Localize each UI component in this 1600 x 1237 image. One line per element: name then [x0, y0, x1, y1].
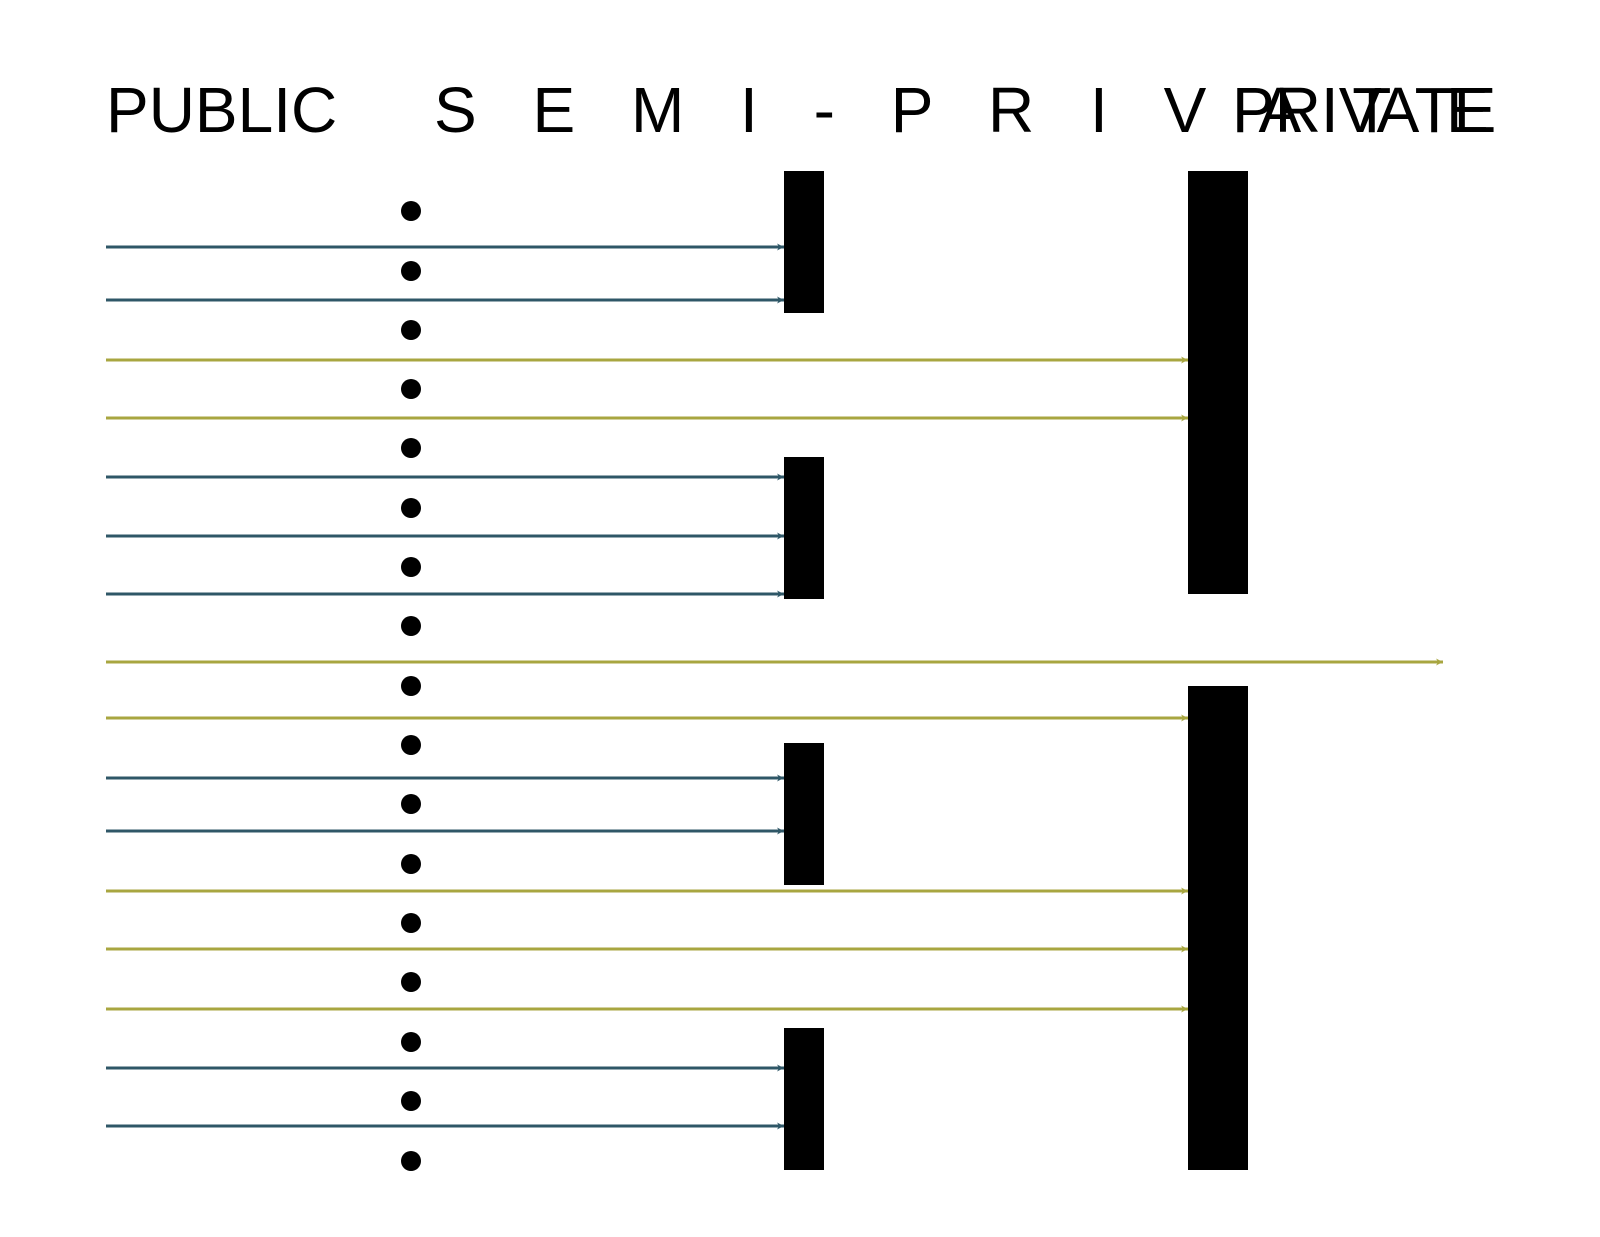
threshold-dot	[401, 616, 421, 636]
threshold-dot	[401, 676, 421, 696]
private-zone-label: PRIVATE	[1232, 74, 1497, 146]
semi-private-barrier	[784, 743, 824, 885]
threshold-dot	[401, 913, 421, 933]
semi-private-zone-label: S E M I - P R I V A T E	[434, 74, 1508, 146]
threshold-dot	[401, 379, 421, 399]
public-zone-label: PUBLIC	[106, 74, 338, 146]
semi-private-barrier	[784, 457, 824, 599]
threshold-dot	[401, 261, 421, 281]
threshold-dot	[401, 498, 421, 518]
threshold-dot	[401, 972, 421, 992]
threshold-dot	[401, 201, 421, 221]
threshold-dots	[401, 201, 421, 1171]
threshold-dot	[401, 1032, 421, 1052]
threshold-dot	[401, 854, 421, 874]
semi-private-barrier	[784, 171, 824, 313]
private-barriers	[1188, 171, 1248, 1170]
threshold-dot	[401, 1151, 421, 1171]
threshold-dot	[401, 438, 421, 458]
semi-private-barrier	[784, 1028, 824, 1170]
threshold-dot	[401, 320, 421, 340]
threshold-dot	[401, 735, 421, 755]
threshold-dot	[401, 794, 421, 814]
threshold-dot	[401, 557, 421, 577]
semi-private-barriers	[784, 171, 824, 1170]
private-barrier	[1188, 686, 1248, 1170]
private-barrier	[1188, 171, 1248, 594]
threshold-dot	[401, 1091, 421, 1111]
access-arrows	[106, 243, 1443, 1130]
